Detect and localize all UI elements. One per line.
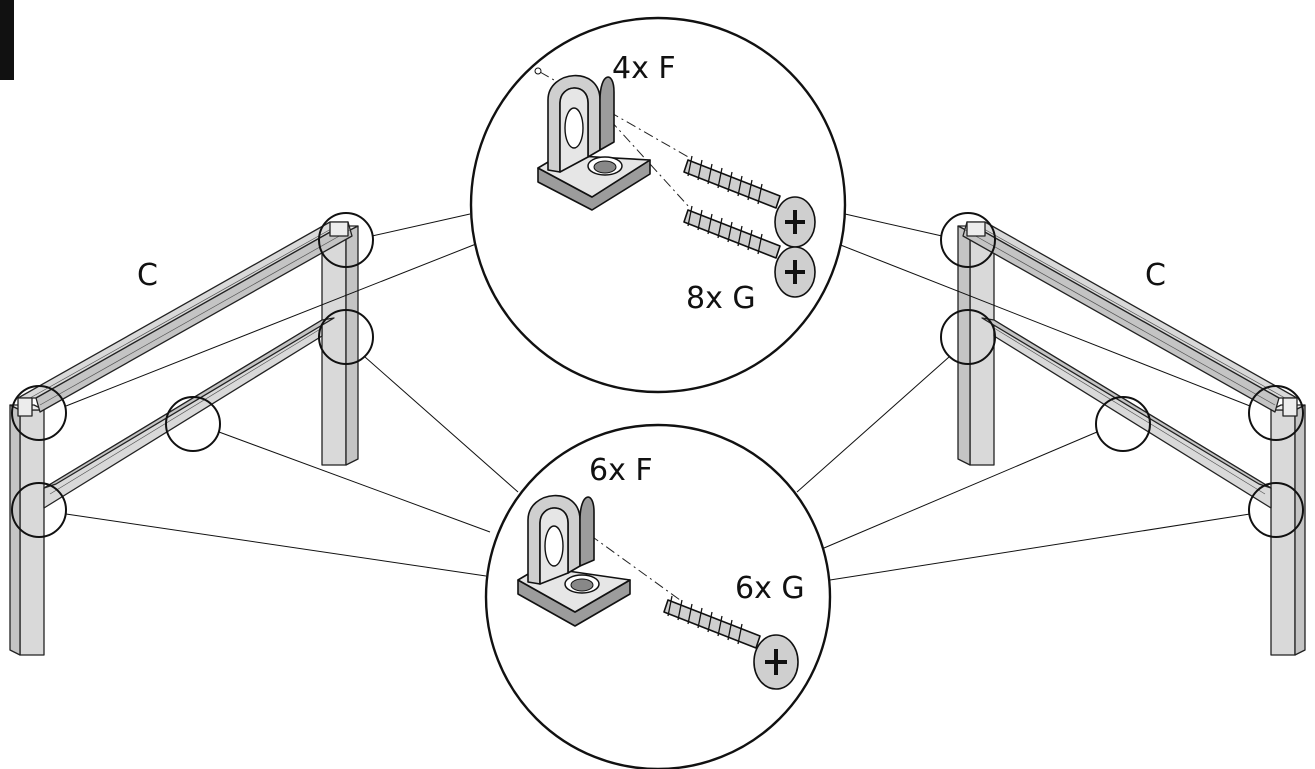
right-back-post — [957, 225, 995, 466]
right-part-label: C — [1145, 258, 1166, 293]
right-front-post — [1270, 404, 1306, 656]
left-detail-circle-4 — [165, 396, 221, 452]
bottom-screw-qty-label: 6x G — [735, 571, 805, 606]
left-detail-circle-1 — [318, 212, 374, 268]
left-frame — [9, 212, 374, 656]
right-detail-circle-3 — [1248, 385, 1304, 441]
bottom-bracket-qty-label: 6x F — [589, 453, 653, 488]
left-upper-rail — [17, 221, 353, 417]
left-detail-circle-5 — [11, 482, 67, 538]
right-detail-circle-2 — [940, 309, 996, 365]
top-screw-qty-label: 8x G — [686, 281, 756, 316]
top-bracket-qty-label: 4x F — [612, 51, 676, 86]
left-detail-circle-2 — [318, 309, 374, 365]
left-part-label: C — [137, 258, 158, 293]
page-corner-tab — [0, 0, 14, 80]
left-front-post — [9, 404, 45, 656]
right-lower-rail — [981, 317, 1272, 509]
bottom-detail-view: 6x F 6x G — [484, 423, 832, 769]
left-lower-rail — [43, 317, 335, 509]
top-detail-view: 4x F 8x G — [469, 16, 847, 394]
left-detail-circle-3 — [11, 385, 67, 441]
screw-icon — [683, 205, 816, 298]
bracket-icon — [537, 74, 651, 211]
right-detail-circle-1 — [940, 212, 996, 268]
right-upper-rail — [962, 221, 1298, 417]
right-detail-circle-5 — [1248, 482, 1304, 538]
left-back-post — [321, 225, 359, 466]
screw-icon — [663, 595, 799, 690]
bracket-icon — [517, 494, 631, 627]
screw-icon — [683, 155, 816, 248]
right-detail-circle-4 — [1095, 396, 1151, 452]
leader-lines — [65, 213, 1251, 581]
right-frame — [940, 212, 1306, 656]
